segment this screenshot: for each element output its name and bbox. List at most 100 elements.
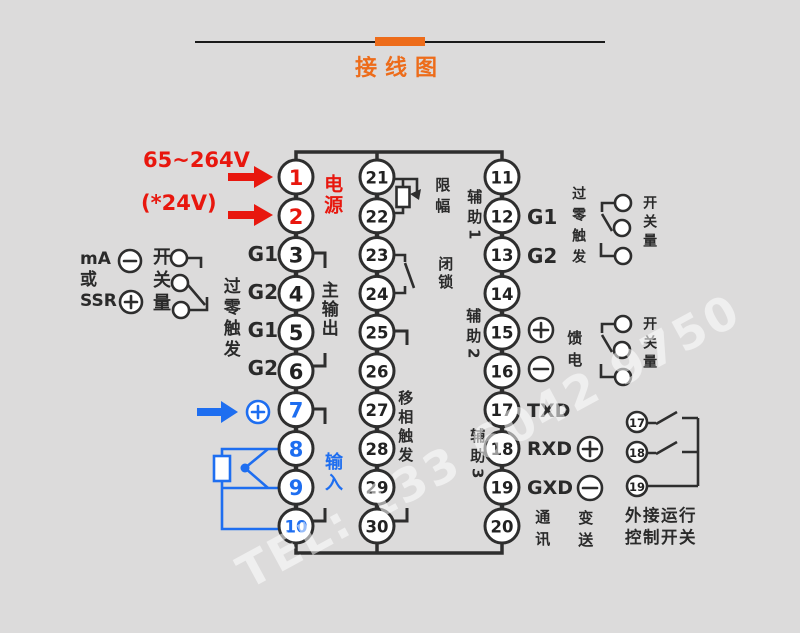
terminal-22: 22 (358, 197, 396, 235)
terminal-25-hook (393, 329, 409, 345)
right-switch-symbol-2 (599, 314, 633, 387)
terminal-4: 4 (277, 274, 315, 312)
svg-text:12: 12 (491, 207, 514, 226)
svg-text:28: 28 (366, 440, 389, 459)
external-terminal-18: 18 (625, 440, 649, 464)
input-label: 输入 (321, 452, 343, 494)
svg-text:19: 19 (491, 479, 514, 498)
power-label: 电源 (321, 174, 344, 216)
left-switch-qty-label: 开关量 (149, 247, 171, 316)
svg-text:9: 9 (289, 476, 304, 500)
svg-text:2: 2 (289, 205, 304, 229)
svg-text:17: 17 (491, 401, 514, 420)
right-zero-trigger-label: 过零触发 (570, 186, 587, 270)
gate-label-g2a: G2 (247, 280, 278, 304)
external-switch-wiring (647, 410, 700, 488)
terminal-7-hook (312, 407, 327, 424)
svg-text:23: 23 (366, 246, 389, 265)
terminal-5: 5 (277, 313, 315, 351)
svg-text:17: 17 (629, 416, 645, 430)
comm-minus-icon (576, 474, 604, 502)
terminal-26: 26 (358, 352, 396, 390)
svg-text:20: 20 (491, 518, 514, 537)
phase-trigger-label: 移相触发 (396, 390, 415, 466)
power-arrow-1 (228, 166, 273, 188)
page-title: 接线图 (354, 56, 445, 81)
svg-text:22: 22 (366, 207, 389, 226)
svg-text:10: 10 (285, 518, 308, 537)
svg-text:13: 13 (491, 246, 514, 265)
svg-text:18: 18 (629, 446, 645, 460)
gate-label-g1b: G1 (247, 318, 278, 342)
gate-label-g1a: G1 (247, 242, 278, 266)
svg-text:6: 6 (289, 360, 304, 384)
comm-pin-gxd: GXD (527, 477, 574, 499)
terminal-strip: 1234567891021222324252627282930111213141… (277, 158, 521, 545)
terminal-6: 6 (277, 352, 315, 390)
terminal-25: 25 (358, 313, 396, 351)
terminal-10: 10 (277, 507, 315, 545)
terminal-8: 8 (277, 429, 315, 467)
terminal-19: 19 (483, 468, 521, 506)
limit-potentiometer-symbol (393, 177, 421, 215)
external-terminal-19: 19 (625, 474, 649, 498)
svg-text:19: 19 (629, 480, 645, 494)
svg-text:24: 24 (366, 285, 389, 304)
terminal-17: 17 (483, 391, 521, 429)
right-switch-qty-label-1: 开关量 (641, 195, 658, 252)
feed-plus-icon (527, 316, 555, 344)
svg-text:25: 25 (366, 324, 389, 343)
terminal-28: 28 (358, 429, 396, 467)
feed-label: 馈电 (565, 330, 584, 374)
top-frame-line (294, 150, 504, 160)
terminal-2: 2 (277, 197, 315, 235)
comm-label: 通讯 (533, 509, 552, 553)
terminal-3-hook (312, 251, 327, 268)
transmit-label: 变送 (576, 510, 595, 554)
terminal-23: 23 (358, 236, 396, 274)
terminal-27: 27 (358, 391, 396, 429)
lock-switch-symbol (393, 253, 416, 295)
comm-pin-rxd: RXD (527, 438, 573, 460)
terminal-21: 21 (358, 158, 396, 196)
power-voltage-main: 65~264V (143, 148, 250, 172)
svg-text:7: 7 (289, 399, 304, 423)
terminal-11: 11 (483, 158, 521, 196)
power-voltage-alt: (*24V) (141, 191, 217, 215)
limit-label: 限幅 (433, 177, 452, 219)
svg-text:16: 16 (491, 362, 514, 381)
terminal-12: 12 (483, 197, 521, 235)
lock-label: 闭锁 (436, 256, 455, 292)
svg-text:26: 26 (366, 362, 389, 381)
terminal-15: 15 (483, 313, 521, 351)
sensor-symbol (212, 447, 282, 531)
gate-label-g2b: G2 (247, 356, 278, 380)
comm-pin-txd: TXD (527, 400, 571, 422)
terminal-16: 16 (483, 352, 521, 390)
terminal-6-hook (312, 353, 327, 368)
plus-icon (118, 289, 144, 315)
svg-text:8: 8 (289, 437, 304, 461)
external-switch-terminals: 17 18 19 (625, 410, 649, 498)
aux1-label: 辅助1 (465, 189, 484, 245)
comm-plus-icon (576, 435, 604, 463)
svg-text:1: 1 (289, 166, 304, 190)
feed-minus-icon (527, 355, 555, 383)
svg-text:3: 3 (289, 244, 304, 268)
left-zero-trigger-label: 过零触发 (219, 277, 240, 361)
external-terminal-17: 17 (625, 410, 649, 434)
terminal-29: 29 (358, 468, 396, 506)
external-switch-label-1: 外接运行 (625, 506, 697, 525)
svg-text:15: 15 (491, 324, 514, 343)
terminal-30: 30 (358, 507, 396, 545)
svg-text:11: 11 (491, 169, 514, 188)
terminal-14: 14 (483, 274, 521, 312)
terminal-10-hook (312, 508, 327, 523)
svg-text:5: 5 (289, 321, 304, 345)
right-gate-g2: G2 (527, 244, 558, 268)
external-switch-label-2: 控制开关 (625, 528, 697, 547)
svg-text:30: 30 (366, 518, 389, 537)
right-gate-g1: G1 (527, 205, 558, 229)
terminal-9: 9 (277, 468, 315, 506)
